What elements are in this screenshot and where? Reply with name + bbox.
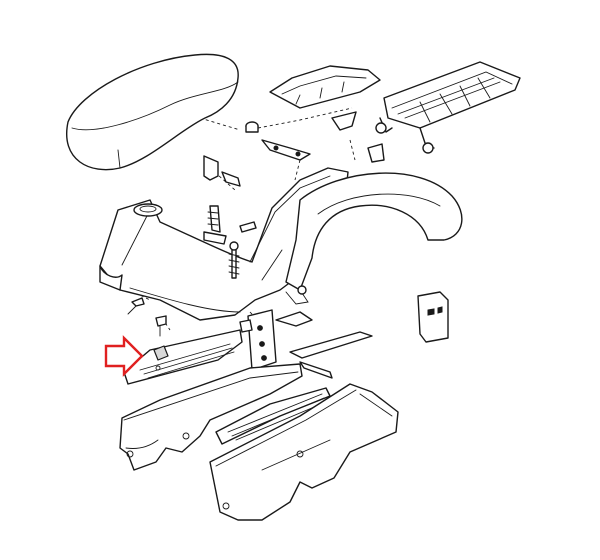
highlight-arrow-icon bbox=[104, 335, 144, 377]
mounting-bracket-center bbox=[261, 139, 311, 161]
central-frame-bracket-part bbox=[239, 309, 313, 371]
screw-part-a bbox=[127, 297, 145, 315]
number-plate-bracket-part bbox=[417, 291, 449, 343]
left-side-cover-part bbox=[119, 363, 303, 471]
mounting-bracket-left bbox=[203, 155, 241, 187]
luggage-rack-part bbox=[375, 61, 521, 154]
front-cover-tray-part bbox=[269, 65, 381, 109]
rear-fender-part bbox=[285, 172, 463, 305]
fuel-tap-part bbox=[203, 205, 227, 245]
footrest-rod-part bbox=[289, 331, 373, 379]
right-side-cover-part bbox=[209, 383, 399, 521]
pin-part bbox=[239, 221, 257, 233]
cap-nut-part bbox=[245, 121, 259, 133]
screw-part-b bbox=[155, 315, 167, 337]
seat-part bbox=[66, 53, 239, 171]
mounting-bracket-right bbox=[331, 111, 385, 163]
left-footboard-part bbox=[123, 329, 243, 385]
spring-bolt-part bbox=[228, 241, 240, 279]
footrest-clip-part bbox=[153, 345, 169, 361]
